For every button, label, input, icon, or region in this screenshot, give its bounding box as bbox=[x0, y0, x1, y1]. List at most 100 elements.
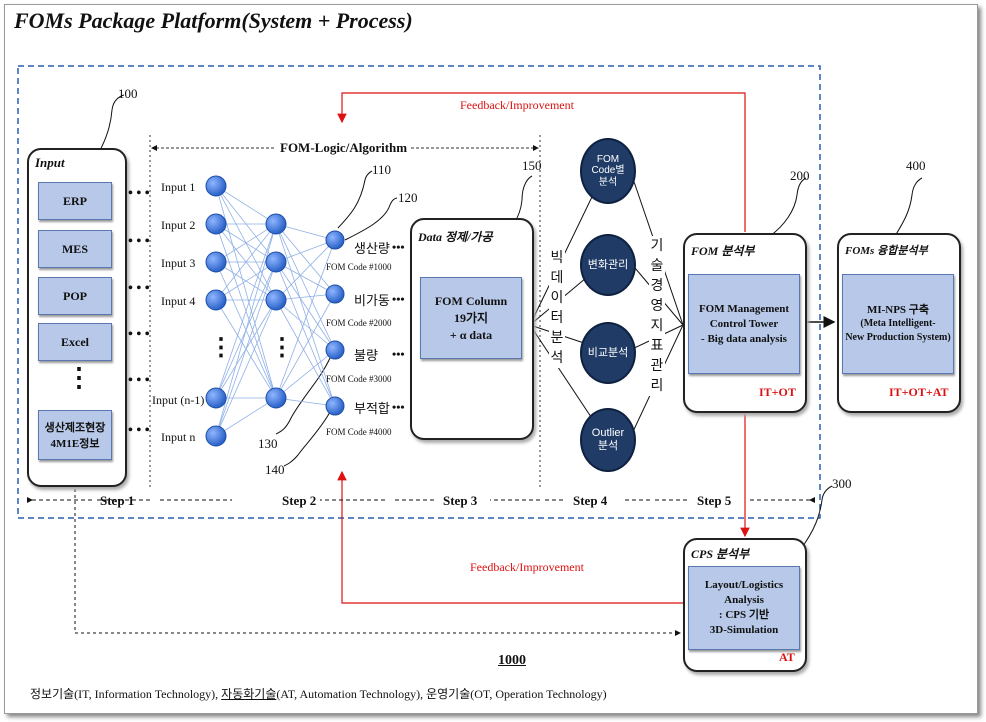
circle-fom-code-analysis: FOM Code별 분석 bbox=[580, 138, 636, 204]
circle-outlier-analysis: Outlier 분석 bbox=[580, 408, 636, 472]
fom-column-line3: + α data bbox=[449, 327, 493, 342]
dots-erp: • • • bbox=[128, 186, 150, 201]
nn-input-node bbox=[205, 175, 227, 197]
page-title: FOMs Package Platform(System + Process) bbox=[14, 8, 413, 33]
nn-edge bbox=[215, 223, 277, 263]
nn-edge bbox=[275, 239, 336, 301]
nn-input-1: Input 1 bbox=[161, 180, 196, 194]
nn-edge bbox=[275, 299, 336, 407]
nn-input-node bbox=[205, 387, 227, 409]
nn-edge bbox=[215, 261, 277, 437]
output-dots-4: ••• bbox=[392, 400, 405, 414]
step-4-label: Step 4 bbox=[573, 493, 608, 508]
fom-column-box: FOM Column 19가지 + α data bbox=[420, 277, 522, 359]
output-code-1: FOM Code #1000 bbox=[326, 262, 392, 272]
ref-130: 130 bbox=[258, 436, 278, 451]
dots-shopfloor: • • • bbox=[128, 423, 150, 438]
neural-network bbox=[205, 175, 345, 447]
dashed-system-boundary bbox=[17, 65, 821, 519]
nn-edge bbox=[215, 223, 277, 437]
system-ref-1000: 1000 bbox=[498, 653, 526, 668]
nn-output-node bbox=[325, 396, 345, 416]
nn-input-node bbox=[205, 425, 227, 447]
nn-edge bbox=[275, 261, 336, 351]
dots-more: • • • bbox=[128, 373, 150, 388]
circle1-line1: FOM bbox=[596, 153, 620, 165]
foms-panel-tag: IT+OT+AT bbox=[889, 385, 949, 399]
output-dots-1: ••• bbox=[392, 240, 405, 254]
ref-140: 140 bbox=[265, 462, 285, 477]
output-dots-3: ••• bbox=[392, 347, 405, 361]
nn-edge bbox=[275, 349, 336, 399]
footnote: 정보기술(IT, Information Technology), 자동화기술(… bbox=[30, 685, 607, 702]
nn-edge bbox=[275, 293, 336, 399]
dots-excel: • • • bbox=[128, 327, 150, 342]
input-panel-title: Input bbox=[35, 155, 65, 170]
mi-nps-line2: (Meta Intelligent- bbox=[860, 318, 936, 329]
feedback-top-label: Feedback/Improvement bbox=[460, 98, 574, 112]
footnote-part1: 정보기술(IT, Information Technology), bbox=[30, 687, 222, 701]
circle-comparative-analysis: 비교분석 bbox=[580, 322, 636, 384]
foms-panel-title: FOMs 융합분석부 bbox=[845, 245, 928, 257]
nn-hidden-node bbox=[265, 251, 287, 273]
dots-pop: • • • bbox=[128, 281, 150, 296]
step-2-label: Step 2 bbox=[282, 493, 317, 508]
nn-edge bbox=[275, 223, 336, 295]
nn-input-4: Input 4 bbox=[161, 294, 196, 308]
ref-200: 200 bbox=[790, 168, 810, 183]
fom-box-line1: FOM Management bbox=[698, 302, 790, 315]
nn-output-node bbox=[325, 340, 345, 360]
nn-edge bbox=[215, 299, 277, 437]
step-5-label: Step 5 bbox=[697, 493, 732, 508]
step-3-label: Step 3 bbox=[443, 493, 478, 508]
fom-panel-title: FOM 분석부 bbox=[691, 244, 755, 258]
ref-110: 110 bbox=[372, 162, 392, 177]
nn-output-node bbox=[325, 230, 345, 250]
nn-edge bbox=[215, 261, 277, 301]
nn-edge bbox=[215, 223, 277, 301]
nn-hidden-node bbox=[265, 387, 287, 409]
input-pop-box: POP bbox=[38, 277, 112, 315]
nn-hidden-node bbox=[265, 289, 287, 311]
mi-nps-box: MI-NPS 구축 (Meta Intelligent- New Product… bbox=[842, 274, 954, 374]
nn-edge bbox=[275, 299, 336, 351]
cps-simulation-box: Layout/Logistics Analysis : CPS 기반 3D-Si… bbox=[688, 566, 800, 650]
circle4-line1: Outlier bbox=[591, 427, 625, 440]
nn-input-n: Input n bbox=[161, 430, 196, 444]
circle1-line3: 분석 bbox=[598, 176, 618, 188]
ref-100: 100 bbox=[118, 86, 138, 101]
fom-column-line2: 19가지 bbox=[453, 310, 489, 325]
cps-panel-tag: AT bbox=[779, 650, 795, 664]
cps-box-line4: 3D-Simulation bbox=[709, 624, 779, 636]
ref-300: 300 bbox=[832, 476, 852, 491]
shopfloor-line2: 4M1E정보 bbox=[50, 438, 100, 450]
nn-input-node bbox=[205, 251, 227, 273]
data-panel-title: Data 정제/가공 bbox=[418, 230, 493, 244]
nn-output-node bbox=[325, 284, 345, 304]
fom-box-line3: - Big data analysis bbox=[701, 332, 787, 345]
ref-400: 400 bbox=[906, 158, 926, 173]
nn-input-n-1: Input (n-1) bbox=[152, 393, 205, 407]
mi-nps-line1: MI-NPS 구축 bbox=[866, 304, 930, 316]
circle-change-management: 변화관리 bbox=[580, 234, 636, 296]
output-label-1: 생산량 bbox=[354, 242, 390, 257]
cps-box-line2: Analysis bbox=[724, 594, 764, 606]
input-shopfloor-box: 생산제조현장 4M1E정보 bbox=[38, 410, 112, 460]
shopfloor-line1: 생산제조현장 bbox=[44, 422, 106, 434]
nn-layer1-ellipsis: ⋮ bbox=[209, 335, 233, 361]
cps-box-line3: : CPS 기반 bbox=[718, 609, 770, 621]
output-code-4: FOM Code #4000 bbox=[326, 427, 392, 437]
nn-input-node bbox=[205, 289, 227, 311]
step-1-label: Step 1 bbox=[100, 493, 135, 508]
circle1-line2: Code별 bbox=[591, 165, 625, 177]
fom-column-line1: FOM Column bbox=[434, 293, 508, 308]
output-label-4: 부적합 bbox=[354, 402, 390, 417]
output-code-3: FOM Code #3000 bbox=[326, 374, 392, 384]
fom-panel-tag: IT+OT bbox=[759, 385, 796, 399]
nn-input-2: Input 2 bbox=[161, 218, 196, 232]
nn-edge bbox=[215, 223, 277, 399]
output-dots-2: ••• bbox=[392, 292, 405, 306]
fom-logic-label: FOM-Logic/Algorithm bbox=[276, 140, 412, 156]
